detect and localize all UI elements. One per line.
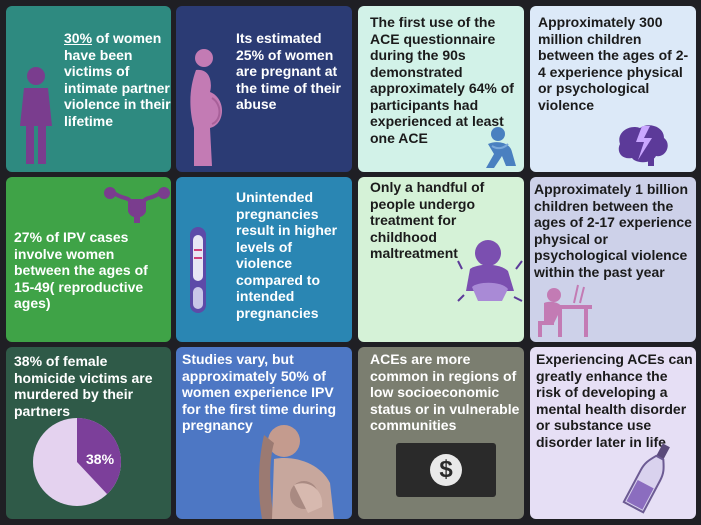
tile-ipv-reproductive: 27% of IPV cases involve women between t…	[6, 177, 171, 342]
tile-studies-vary-text: Studies vary, but approximately 50% of w…	[182, 351, 336, 433]
tile-socioeconomic: ACEs are more common in regions of low s…	[358, 347, 524, 519]
brain-lightning-icon	[618, 125, 668, 166]
dollar-bill-icon: $	[396, 443, 496, 497]
tile-300-million: Approximately 300 million children betwe…	[530, 6, 696, 172]
tile-unintended-pregnancies: Unintended pregnancies result in higher …	[176, 177, 352, 342]
tile-ace-questionnaire-text: The first use of the ACE questionnaire d…	[370, 14, 514, 146]
stressed-person-at-desk-icon	[538, 284, 592, 337]
tile-ace-questionnaire: The first use of the ACE questionnaire d…	[358, 6, 524, 172]
tile-socioeconomic-text: ACEs are more common in regions of low s…	[370, 351, 520, 433]
woman-figure-icon	[20, 67, 52, 164]
pregnant-woman-icon	[190, 49, 222, 166]
bottle-icon	[622, 443, 670, 514]
tile-homicide-text: 38% of female homicide victims are murde…	[14, 353, 153, 419]
tile-1-billion-text: Approximately 1 billion children between…	[534, 181, 692, 280]
dollar-symbol: $	[430, 454, 462, 486]
highlight-percent: 30%	[64, 30, 93, 46]
pregnancy-test-icon	[190, 227, 206, 313]
pie-label: 38%	[86, 451, 115, 467]
tile-homicide: 38% of female homicide victims are murde…	[6, 347, 171, 519]
tile-mental-health-text: Experiencing ACEs can greatly enhance th…	[536, 351, 693, 450]
tile-studies-vary: Studies vary, but approximately 50% of w…	[176, 347, 352, 519]
sad-child-icon	[486, 127, 516, 168]
tile-ipv-lifetime-text: 30% of women have been victims of intima…	[64, 30, 171, 129]
pie-slice-38	[77, 418, 122, 495]
tile-mental-health: Experiencing ACEs can greatly enhance th…	[530, 347, 696, 519]
tile-pregnant-abuse: Its estimated 25% of women are pregnant …	[176, 6, 352, 172]
tile-300-million-text: Approximately 300 million children betwe…	[538, 14, 689, 113]
tile-1-billion: Approximately 1 billion children between…	[530, 177, 696, 342]
tile-handful-treatment-text: Only a handful of people undergo treatme…	[370, 179, 485, 261]
tile-unintended-pregnancies-text: Unintended pregnancies result in higher …	[236, 189, 338, 321]
uterus-icon	[104, 187, 170, 223]
tile-ipv-lifetime: 30% of women have been victims of intima…	[6, 6, 171, 172]
tile-ipv-reproductive-text: 27% of IPV cases involve women between t…	[14, 229, 148, 311]
tile-pregnant-abuse-text: Its estimated 25% of women are pregnant …	[236, 30, 342, 112]
tile-handful-treatment: Only a handful of people undergo treatme…	[358, 177, 524, 342]
crying-baby-icon	[457, 240, 523, 302]
pie-chart-icon	[33, 418, 122, 506]
mother-holding-baby-icon	[258, 425, 334, 519]
